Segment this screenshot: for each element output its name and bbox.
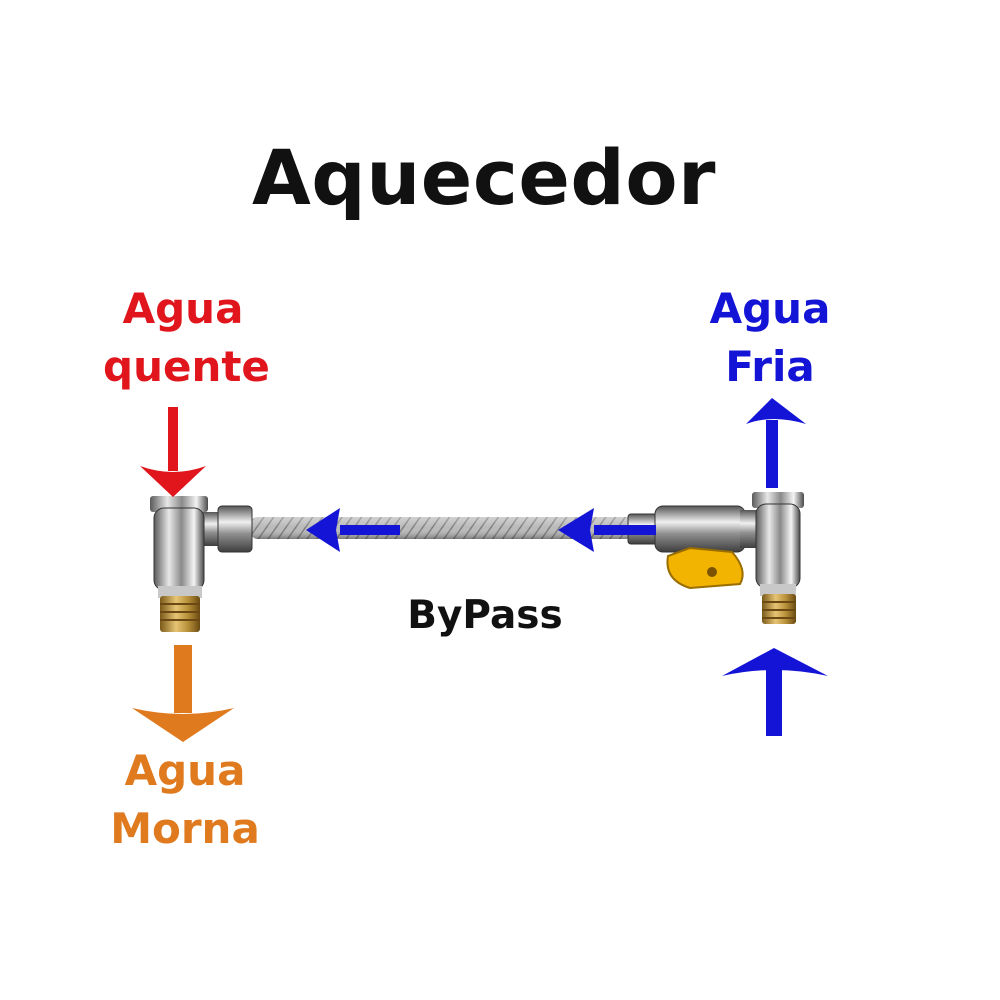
warm-water-label-line1: Agua xyxy=(124,746,246,795)
arrow-down-icon xyxy=(140,407,206,497)
arrow-up-icon xyxy=(746,398,806,488)
arrow-left-icon xyxy=(306,508,400,552)
diagram-title: Aquecedor xyxy=(251,133,717,222)
arrow-up-icon xyxy=(722,648,828,736)
bypass-label: ByPass xyxy=(407,593,563,638)
right-tee-fitting xyxy=(740,492,804,624)
cold-water-label-line2: Fria xyxy=(725,342,815,391)
cold-water-label-line1: Agua xyxy=(709,284,831,333)
ball-valve xyxy=(627,505,746,590)
arrow-down-icon xyxy=(132,645,234,742)
hot-water-label-line1: Agua xyxy=(122,284,244,333)
hot-water-label-line2: quente xyxy=(103,342,270,391)
arrow-left-icon xyxy=(558,508,656,552)
left-tee-fitting xyxy=(150,496,253,632)
warm-water-label-line2: Morna xyxy=(110,804,260,853)
